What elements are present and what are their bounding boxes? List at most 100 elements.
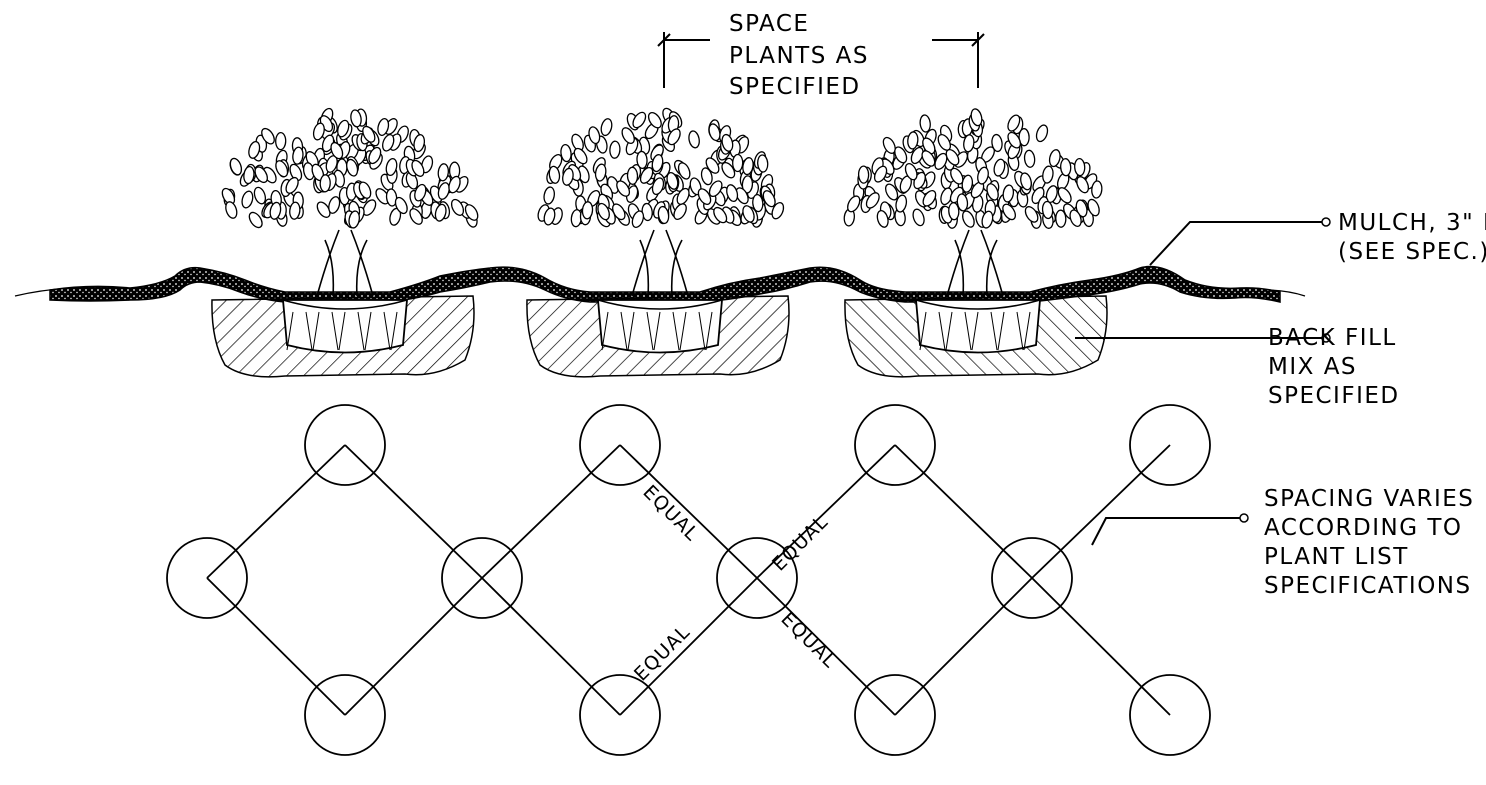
leaf: [1069, 209, 1082, 228]
leaf: [269, 201, 282, 220]
root-line: [627, 311, 635, 351]
plant-circle: [166, 537, 248, 619]
leaf: [666, 171, 679, 190]
label-backfill: BACK FILL MIX AS SPECIFIED: [1268, 325, 1398, 409]
root-line: [938, 311, 946, 351]
dim-tick-right: [971, 33, 985, 47]
root-line: [945, 311, 953, 351]
spacing-dimension: [657, 32, 985, 88]
leaf: [919, 114, 931, 133]
root-ball: [915, 299, 1041, 354]
root-line: [312, 311, 320, 351]
leaf: [934, 152, 948, 170]
leaf: [945, 149, 960, 166]
leaf: [636, 150, 648, 170]
leaf: [639, 166, 654, 184]
leaf: [721, 161, 736, 179]
leaf: [597, 202, 610, 221]
leaf: [705, 157, 720, 174]
ground-section: [14, 265, 1306, 303]
spacing-line: [344, 444, 483, 579]
leaf: [752, 193, 764, 213]
label-space-line1: SPACE: [729, 11, 809, 37]
leaf: [657, 205, 670, 225]
leaf: [986, 183, 999, 201]
label-space-plants: SPACE PLANTS AS SPECIFIED: [729, 11, 869, 100]
spacing-line: [481, 577, 621, 716]
label-spacing-line3: PLANT LIST: [1264, 544, 1409, 570]
label-backfill-line1: BACK FILL: [1268, 325, 1397, 351]
leaf: [394, 196, 408, 215]
leader-backfill: [1075, 333, 1331, 343]
leaf: [771, 201, 785, 220]
dim-tick-left: [657, 33, 671, 47]
root-line: [653, 311, 661, 351]
spacing-line: [894, 577, 1033, 716]
plant-circle: [1129, 674, 1211, 756]
spacing-line: [619, 577, 758, 716]
leaf: [912, 208, 925, 227]
root-ball: [282, 299, 408, 354]
root-line: [672, 311, 680, 351]
plant-circle: [579, 674, 661, 756]
leaf: [847, 195, 861, 213]
leaf: [588, 126, 601, 145]
leaf: [616, 180, 631, 197]
spacing-line: [756, 577, 896, 716]
leaf: [1020, 172, 1032, 191]
label-mulch-line2: (SEE SPEC.): [1338, 239, 1486, 265]
leaf: [757, 154, 769, 173]
leaf: [732, 153, 744, 173]
leaf: [907, 131, 919, 150]
leaf: [1018, 128, 1030, 147]
leaf: [573, 147, 588, 165]
root-line: [971, 311, 979, 351]
leaf: [414, 183, 427, 202]
leaf: [312, 122, 325, 141]
leaf: [688, 130, 700, 149]
root-line: [698, 311, 706, 351]
leaf: [621, 127, 635, 145]
leaf: [337, 119, 350, 138]
leaf: [285, 176, 299, 194]
leaf: [368, 146, 382, 165]
label-spacing-line2: ACCORDING TO: [1264, 515, 1463, 541]
leaf: [1035, 124, 1049, 143]
leaf: [560, 143, 572, 163]
leaf: [362, 199, 377, 216]
leaf: [651, 154, 664, 173]
leaf: [677, 162, 691, 180]
shrub-3: [843, 108, 1103, 297]
leaf: [382, 133, 395, 152]
leaf: [289, 163, 303, 182]
leaf: [1007, 131, 1022, 149]
leaf: [254, 166, 268, 184]
leaf: [1002, 203, 1016, 221]
leaf: [543, 207, 556, 226]
plant-circle: [716, 537, 798, 619]
leaf: [963, 134, 975, 153]
leaf: [904, 163, 918, 181]
leaf: [865, 192, 880, 209]
leaf: [1074, 157, 1086, 177]
root-line: [1016, 311, 1024, 351]
leaf: [651, 177, 665, 196]
leaf: [1002, 184, 1015, 203]
spacing-line: [206, 444, 346, 579]
leaf: [448, 175, 461, 194]
leaf: [676, 187, 690, 205]
plant-circle: [304, 404, 386, 486]
root-line: [286, 311, 294, 351]
label-space-line2: PLANTS AS: [729, 43, 869, 69]
leaf: [385, 157, 398, 177]
leaf: [241, 190, 254, 209]
root-line: [390, 311, 398, 351]
root-ball-top: [597, 299, 723, 310]
leaf: [600, 118, 613, 137]
shrub-group: [221, 107, 1103, 297]
leaf: [248, 211, 263, 229]
leaf: [377, 118, 390, 136]
leaf: [1055, 209, 1067, 228]
shrub-trunk: [316, 229, 374, 297]
leaf: [421, 155, 434, 174]
